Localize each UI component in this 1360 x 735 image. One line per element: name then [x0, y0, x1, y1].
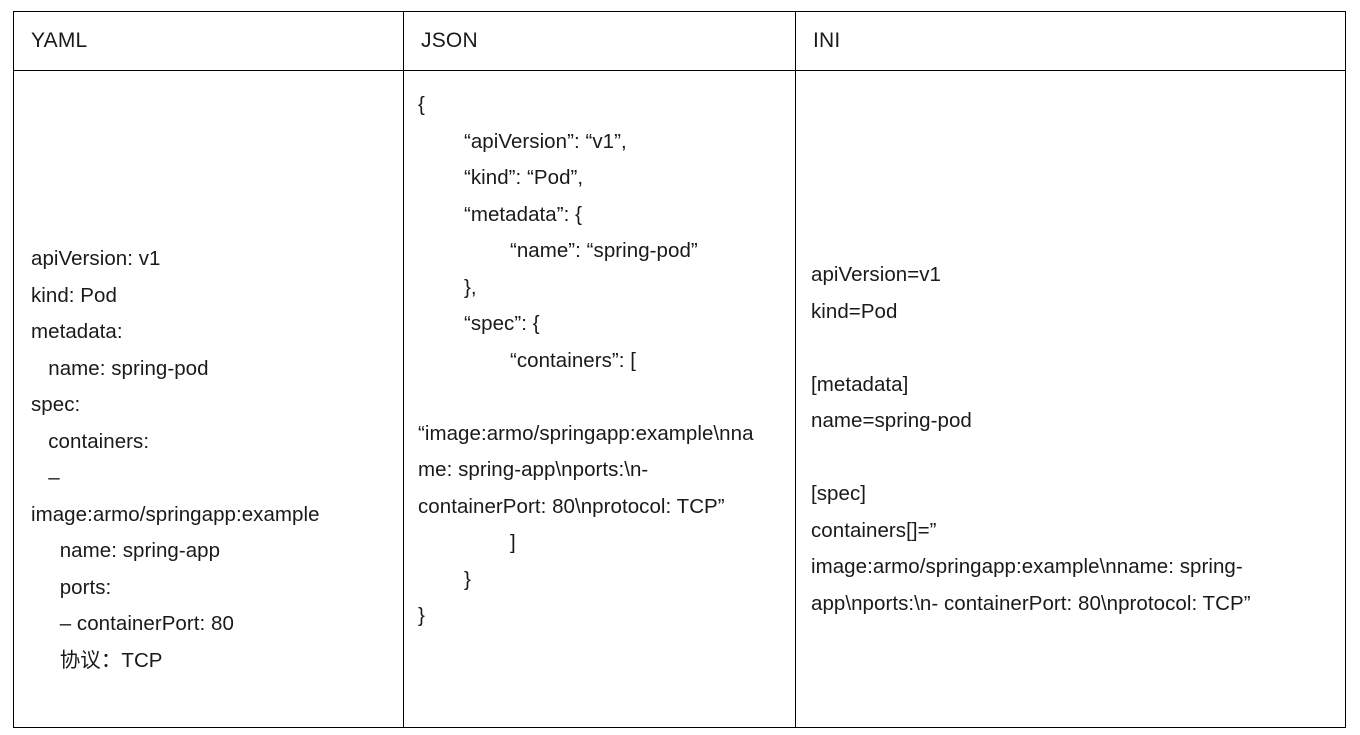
- column-header-yaml-label: YAML: [31, 29, 88, 52]
- table-row: apiVersion: v1 kind: Pod metadata: name:…: [13, 70, 1346, 728]
- table-header-row: YAML JSON INI: [13, 11, 1346, 71]
- config-format-comparison-table: YAML JSON INI apiVersion: v1 kind: Pod m…: [13, 11, 1346, 728]
- column-header-json-label: JSON: [421, 29, 478, 52]
- column-header-yaml: YAML: [13, 11, 404, 71]
- cell-json-snippet: { “apiVersion”: “v1”, “kind”: “Pod”, “me…: [403, 70, 796, 728]
- ini-code-block: apiVersion=v1 kind=Pod [metadata] name=s…: [811, 263, 1251, 615]
- table-body: apiVersion: v1 kind: Pod metadata: name:…: [13, 70, 1346, 728]
- json-code-block: { “apiVersion”: “v1”, “kind”: “Pod”, “me…: [418, 93, 754, 627]
- column-header-ini-label: INI: [813, 29, 841, 52]
- cell-yaml-snippet: apiVersion: v1 kind: Pod metadata: name:…: [13, 70, 404, 728]
- cell-ini-snippet: apiVersion=v1 kind=Pod [metadata] name=s…: [795, 70, 1346, 728]
- table-header-row-group: YAML JSON INI: [13, 11, 1346, 71]
- column-header-json: JSON: [403, 11, 796, 71]
- yaml-code-block: apiVersion: v1 kind: Pod metadata: name:…: [31, 247, 320, 672]
- column-header-ini: INI: [795, 11, 1346, 71]
